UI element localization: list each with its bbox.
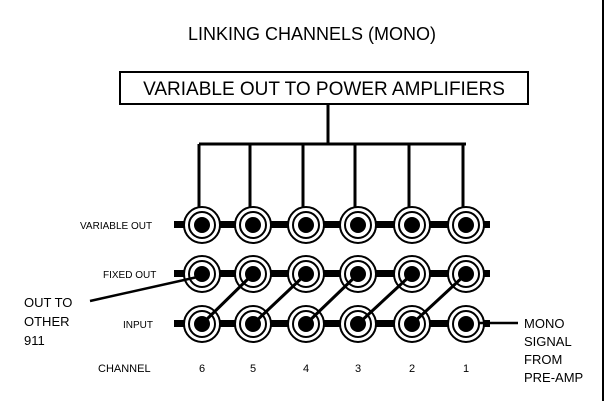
- variable-jack-ch4: [287, 206, 325, 244]
- callout-mono-signal: MONO SIGNAL FROM PRE-AMP: [524, 316, 583, 385]
- channel-number-3: 3: [355, 363, 361, 375]
- variable-drop-lines: [197, 144, 465, 210]
- power-amplifiers-box-label: VARIABLE OUT TO POWER AMPLIFIERS: [143, 79, 505, 100]
- channel-label: CHANNEL: [98, 363, 151, 375]
- variable-jack-ch5: [234, 206, 272, 244]
- variable-jack-ch6: [183, 206, 221, 244]
- channel-number-6: 6: [199, 363, 205, 375]
- row-label-input: INPUT: [123, 320, 153, 331]
- power-amplifiers-box: [119, 71, 529, 105]
- channel-number-4: 4: [303, 363, 309, 375]
- diagram-title: LINKING CHANNELS (MONO): [188, 24, 436, 44]
- channel-number-5: 5: [250, 363, 256, 375]
- link-cable-ch5-to-ch6: [200, 272, 255, 326]
- fixed-out-bar: [174, 270, 490, 277]
- variable-jack-ch3: [339, 206, 377, 244]
- callout-out-to-other: OUT TO OTHER 911: [24, 295, 76, 348]
- input-bar: [174, 320, 490, 327]
- out-to-other-leader: [89, 274, 203, 303]
- link-cables: [200, 272, 468, 326]
- link-cable-ch1-to-ch2: [410, 272, 468, 326]
- link-cable-ch4-to-ch5: [251, 272, 308, 326]
- channel-number-1: 1: [463, 363, 469, 375]
- link-cable-ch3-to-ch4: [304, 272, 360, 326]
- fixed-jack-ch6: [183, 255, 221, 293]
- row-label-variable-out: VARIABLE OUT: [80, 221, 152, 232]
- link-cable-ch2-to-ch3: [356, 272, 414, 326]
- row-label-fixed-out: FIXED OUT: [103, 270, 156, 281]
- variable-jack-ch1: [447, 206, 485, 244]
- variable-out-bar: [174, 221, 490, 228]
- channel-number-2: 2: [409, 363, 415, 375]
- input-jack-ch1: [447, 305, 485, 343]
- channel-numbers: 6 5 4 3 2 1: [199, 363, 469, 375]
- variable-jack-ch2: [393, 206, 431, 244]
